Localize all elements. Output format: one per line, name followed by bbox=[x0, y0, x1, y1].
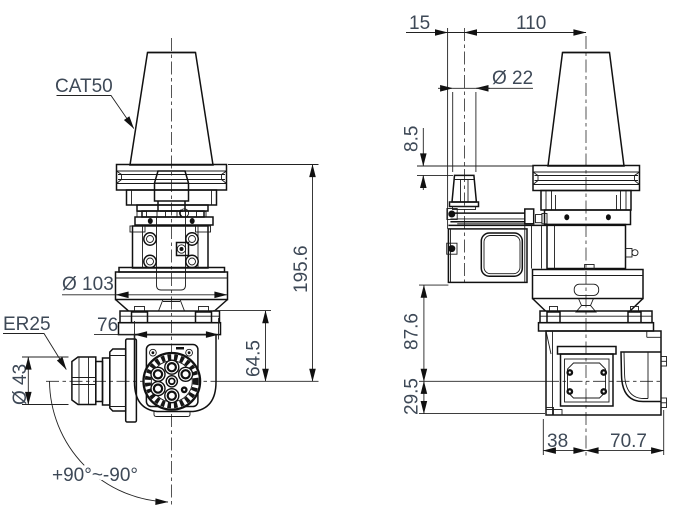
dim-swivel-arc bbox=[49, 381, 169, 505]
side-stop-pin bbox=[448, 174, 480, 210]
side-head-plate bbox=[537, 306, 655, 332]
front-gearbox-block bbox=[129, 217, 211, 291]
side-dimensions: 15 110 Ø 22 8.5 bbox=[402, 13, 665, 455]
front-gear-face bbox=[142, 351, 202, 411]
dim-flange-to-axis-label: 64.5 bbox=[244, 340, 265, 377]
dim-pin-offset: 15 bbox=[406, 13, 465, 229]
dim-gauge-to-axis: 195.6 bbox=[220, 164, 319, 382]
callout-cat50-leader bbox=[56, 95, 135, 129]
front-flange bbox=[114, 266, 229, 312]
dim-pin-to-axis: 110 bbox=[463, 13, 587, 36]
front-face-screws bbox=[150, 359, 194, 404]
dim-flange-diameter: Ø 103 bbox=[62, 274, 228, 299]
side-flange bbox=[531, 264, 644, 313]
dim-bracket-to-axis: 87.6 bbox=[402, 284, 449, 382]
front-neck bbox=[125, 189, 218, 226]
dim-gauge-to-axis-label: 195.6 bbox=[291, 245, 312, 293]
side-view: 15 110 Ø 22 8.5 bbox=[402, 13, 667, 458]
callout-cat50-label: CAT50 bbox=[55, 76, 113, 97]
dim-pin-diameter-label: Ø 22 bbox=[492, 68, 533, 89]
callout-er25-leader bbox=[3, 333, 67, 370]
side-bracket bbox=[446, 224, 626, 284]
dim-axis-to-base: 29.5 bbox=[402, 378, 546, 415]
front-head-plate bbox=[117, 306, 222, 336]
dim-base-rear-label: 70.7 bbox=[610, 431, 647, 452]
front-dimensions: CAT50 ER25 Ø 103 76 bbox=[3, 76, 319, 505]
dim-base-rear: 70.7 bbox=[585, 410, 665, 455]
front-er-collet bbox=[71, 338, 138, 423]
dim-axis-to-base-label: 29.5 bbox=[402, 378, 423, 415]
dim-pin-offset-label: 15 bbox=[409, 13, 430, 34]
dim-pin-diameter: Ø 22 bbox=[438, 68, 533, 172]
dim-flange-to-axis: 64.5 bbox=[213, 310, 271, 382]
callout-er25: ER25 bbox=[3, 314, 67, 370]
side-block bbox=[546, 223, 639, 270]
dim-base-front-label: 38 bbox=[547, 431, 568, 452]
dim-collet-diameter: Ø 43 bbox=[10, 356, 69, 405]
dim-head-width: 76 bbox=[94, 315, 219, 340]
side-clamp-bar bbox=[446, 208, 548, 225]
side-housing bbox=[545, 330, 667, 416]
dim-bracket-to-axis-label: 87.6 bbox=[402, 313, 423, 350]
callout-cat50: CAT50 bbox=[55, 76, 135, 129]
dim-swivel-range: +90°~-90° bbox=[49, 381, 169, 505]
dim-pin-height: 8.5 bbox=[402, 126, 534, 190]
dim-pin-height-label: 8.5 bbox=[402, 126, 423, 152]
front-view: CAT50 ER25 Ø 103 76 bbox=[3, 38, 319, 506]
front-pullstud-boss bbox=[153, 170, 190, 202]
dim-head-width-label: 76 bbox=[97, 315, 118, 336]
dim-swivel-range-label: +90°~-90° bbox=[52, 465, 138, 486]
dim-pin-to-axis-label: 110 bbox=[516, 13, 546, 34]
dim-flange-diameter-label: Ø 103 bbox=[62, 274, 114, 295]
dim-base-front: 38 bbox=[542, 419, 587, 455]
callout-er25-label: ER25 bbox=[3, 314, 51, 335]
